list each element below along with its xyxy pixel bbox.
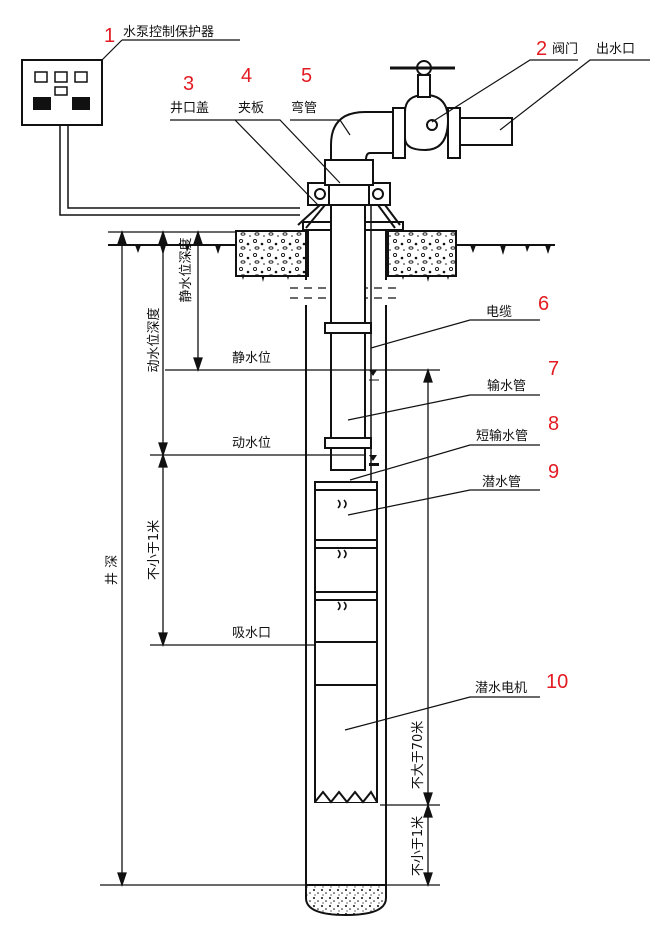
component-7-label: 输水管 — [487, 378, 526, 394]
control-box — [21, 59, 103, 126]
static-depth-label: 静水位深度 — [178, 237, 194, 302]
component-2-label: 阀门 — [552, 42, 578, 57]
well-depth-label: 井 深 — [105, 555, 120, 585]
dynamic-depth-label: 动水位深度 — [146, 307, 162, 372]
component-5-label: 弯管 — [291, 100, 317, 116]
component-6-label: 电缆 — [486, 304, 512, 320]
component-9-label: 潜水管 — [482, 475, 521, 490]
drop-pipe — [324, 204, 372, 471]
valve — [390, 60, 461, 159]
max-70m-label: 不大于70米 — [411, 721, 426, 790]
outlet-pipe — [459, 117, 513, 146]
dimension-lines — [117, 229, 433, 888]
static-level-label: 静水位 — [232, 351, 271, 366]
leader-lines — [122, 39, 650, 731]
component-2-number: 2 — [536, 38, 547, 60]
component-1-label: 水泵控制保护器 — [123, 25, 214, 40]
component-7-number: 7 — [548, 358, 559, 380]
clamp — [307, 182, 391, 206]
submersible-pump — [314, 481, 378, 643]
component-6-number: 6 — [538, 293, 549, 315]
component-4-label: 夹板 — [238, 101, 264, 116]
component-4-number: 4 — [241, 65, 252, 87]
component-10-label: 潜水电机 — [475, 681, 527, 696]
component-8-number: 8 — [548, 413, 559, 435]
well-casing — [290, 230, 400, 885]
component-5-number: 5 — [301, 65, 312, 87]
component-1-number: 1 — [104, 25, 115, 47]
dynamic-level-label: 动水位 — [232, 436, 271, 451]
component-3-number: 3 — [183, 73, 194, 95]
min-1m-top-label: 不小于1米 — [147, 520, 162, 580]
concrete-left — [235, 230, 309, 277]
component-10-number: 10 — [546, 671, 568, 693]
component-3-label: 井口盖 — [170, 101, 209, 116]
min-1m-bottom-label: 不小于1米 — [411, 816, 426, 876]
outlet-label: 出水口 — [596, 42, 635, 57]
intake-level-label: 吸水口 — [232, 626, 271, 641]
submersible-motor — [314, 641, 378, 804]
component-8-label: 短输水管 — [476, 428, 528, 444]
well-bottom — [305, 884, 387, 917]
component-9-number: 9 — [548, 461, 559, 483]
elbow-pipe — [324, 111, 396, 186]
concrete-right — [387, 230, 457, 277]
water-level-marks — [369, 370, 379, 466]
